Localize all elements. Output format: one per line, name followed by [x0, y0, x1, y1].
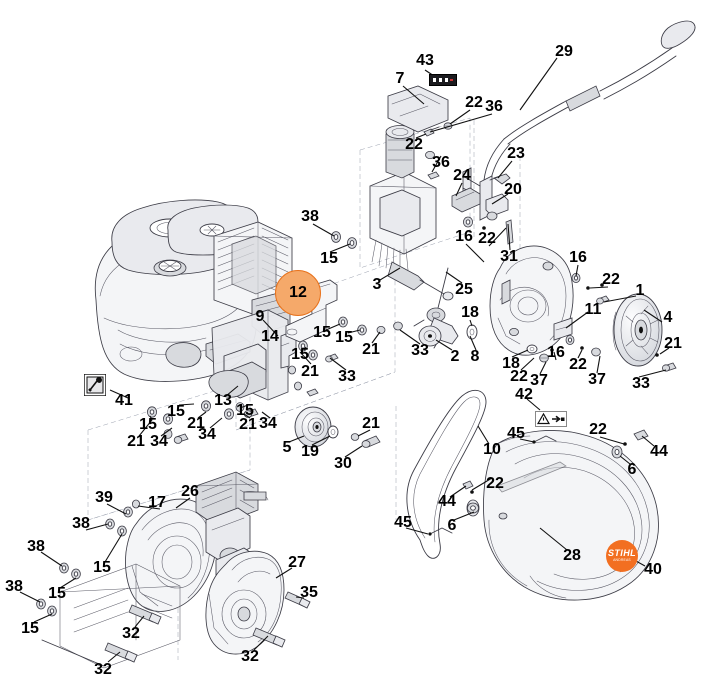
callout-21[interactable]: 21 — [301, 363, 319, 380]
callout-13[interactable]: 13 — [214, 392, 232, 409]
callout-15[interactable]: 15 — [21, 620, 39, 637]
callout-33[interactable]: 33 — [632, 375, 650, 392]
stihl-subtext: ANDREAS — [613, 558, 631, 563]
callout-33[interactable]: 33 — [338, 368, 356, 385]
callout-27[interactable]: 27 — [288, 554, 306, 571]
callout-45[interactable]: 45 — [507, 425, 525, 442]
callout-11[interactable]: 11 — [584, 301, 602, 318]
callout-32[interactable]: 32 — [122, 625, 140, 642]
callout-29[interactable]: 29 — [555, 43, 573, 60]
callout-14[interactable]: 14 — [261, 328, 279, 345]
callout-7[interactable]: 7 — [395, 70, 405, 87]
callout-44[interactable]: 44 — [650, 443, 668, 460]
callout-9[interactable]: 9 — [255, 308, 265, 325]
callout-22[interactable]: 22 — [486, 475, 504, 492]
callout-6[interactable]: 6 — [447, 517, 457, 534]
callout-22[interactable]: 22 — [510, 368, 528, 385]
callout-32[interactable]: 32 — [94, 661, 112, 678]
callout-16[interactable]: 16 — [455, 228, 473, 245]
callout-1[interactable]: 1 — [635, 282, 645, 299]
callout-34[interactable]: 34 — [198, 426, 216, 443]
callout-22[interactable]: 22 — [405, 136, 423, 153]
callout-38[interactable]: 38 — [27, 538, 45, 555]
callout-15[interactable]: 15 — [320, 250, 338, 267]
callout-18[interactable]: 18 — [502, 355, 520, 372]
callout-4[interactable]: 4 — [663, 309, 673, 326]
callout-19[interactable]: 19 — [301, 443, 319, 460]
callout-22[interactable]: 22 — [465, 94, 483, 111]
callout-36[interactable]: 36 — [432, 154, 450, 171]
callout-32[interactable]: 32 — [241, 648, 259, 665]
callout-21[interactable]: 21 — [362, 415, 380, 432]
callout-21[interactable]: 21 — [127, 433, 145, 450]
callout-22[interactable]: 22 — [478, 230, 496, 247]
callout-38[interactable]: 38 — [72, 515, 90, 532]
callout-6[interactable]: 6 — [627, 461, 637, 478]
callout-26[interactable]: 26 — [181, 483, 199, 500]
highlight-label: 12 — [289, 284, 307, 301]
callout-16[interactable]: 16 — [569, 249, 587, 266]
callout-30[interactable]: 30 — [334, 455, 352, 472]
callout-15[interactable]: 15 — [48, 585, 66, 602]
callout-21[interactable]: 21 — [239, 416, 257, 433]
callout-15[interactable]: 15 — [167, 403, 185, 420]
callout-23[interactable]: 23 — [507, 145, 525, 162]
callout-21[interactable]: 21 — [664, 335, 682, 352]
callout-22[interactable]: 22 — [569, 356, 587, 373]
callout-40[interactable]: 40 — [644, 561, 662, 578]
callout-31[interactable]: 31 — [500, 248, 518, 265]
callout-16[interactable]: 16 — [547, 344, 565, 361]
callout-37[interactable]: 37 — [588, 371, 606, 388]
callout-36[interactable]: 36 — [485, 98, 503, 115]
callout-15[interactable]: 15 — [139, 416, 157, 433]
callout-17[interactable]: 17 — [148, 494, 166, 511]
service-icon-decal — [84, 374, 106, 396]
callout-41[interactable]: 41 — [115, 392, 133, 409]
callout-24[interactable]: 24 — [453, 167, 471, 184]
callout-22[interactable]: 22 — [602, 271, 620, 288]
warning-arrow-decal — [535, 411, 567, 427]
callout-28[interactable]: 28 — [563, 547, 581, 564]
stihl-wordmark: STIHL — [608, 548, 636, 559]
highlighted-callout-12[interactable]: 12 — [275, 270, 321, 316]
callout-34[interactable]: 34 — [150, 433, 168, 450]
callout-18[interactable]: 18 — [461, 304, 479, 321]
callout-37[interactable]: 37 — [530, 372, 548, 389]
stihl-logo: STIHL ANDREAS — [606, 540, 638, 572]
callout-33[interactable]: 33 — [411, 342, 429, 359]
callout-44[interactable]: 44 — [438, 493, 456, 510]
callout-25[interactable]: 25 — [455, 281, 473, 298]
callout-34[interactable]: 34 — [259, 415, 277, 432]
callout-39[interactable]: 39 — [95, 489, 113, 506]
callout-15[interactable]: 15 — [93, 559, 111, 576]
callout-43[interactable]: 43 — [416, 52, 434, 69]
callout-38[interactable]: 38 — [5, 578, 23, 595]
callout-3[interactable]: 3 — [372, 276, 382, 293]
callout-15[interactable]: 15 — [313, 324, 331, 341]
callout-2[interactable]: 2 — [450, 348, 460, 365]
callout-10[interactable]: 10 — [483, 441, 501, 458]
control-label-decal — [429, 74, 457, 86]
callout-5[interactable]: 5 — [282, 439, 292, 456]
callout-15[interactable]: 15 — [236, 402, 254, 419]
callout-15[interactable]: 15 — [291, 346, 309, 363]
callout-20[interactable]: 20 — [504, 181, 522, 198]
callout-22[interactable]: 22 — [589, 421, 607, 438]
callout-21[interactable]: 21 — [362, 341, 380, 358]
callout-35[interactable]: 35 — [300, 584, 318, 601]
callout-45[interactable]: 45 — [394, 514, 412, 531]
callout-15[interactable]: 15 — [335, 329, 353, 346]
callout-42[interactable]: 42 — [515, 386, 533, 403]
callout-21[interactable]: 21 — [187, 415, 205, 432]
callout-8[interactable]: 8 — [470, 348, 480, 365]
callout-38[interactable]: 38 — [301, 208, 319, 225]
